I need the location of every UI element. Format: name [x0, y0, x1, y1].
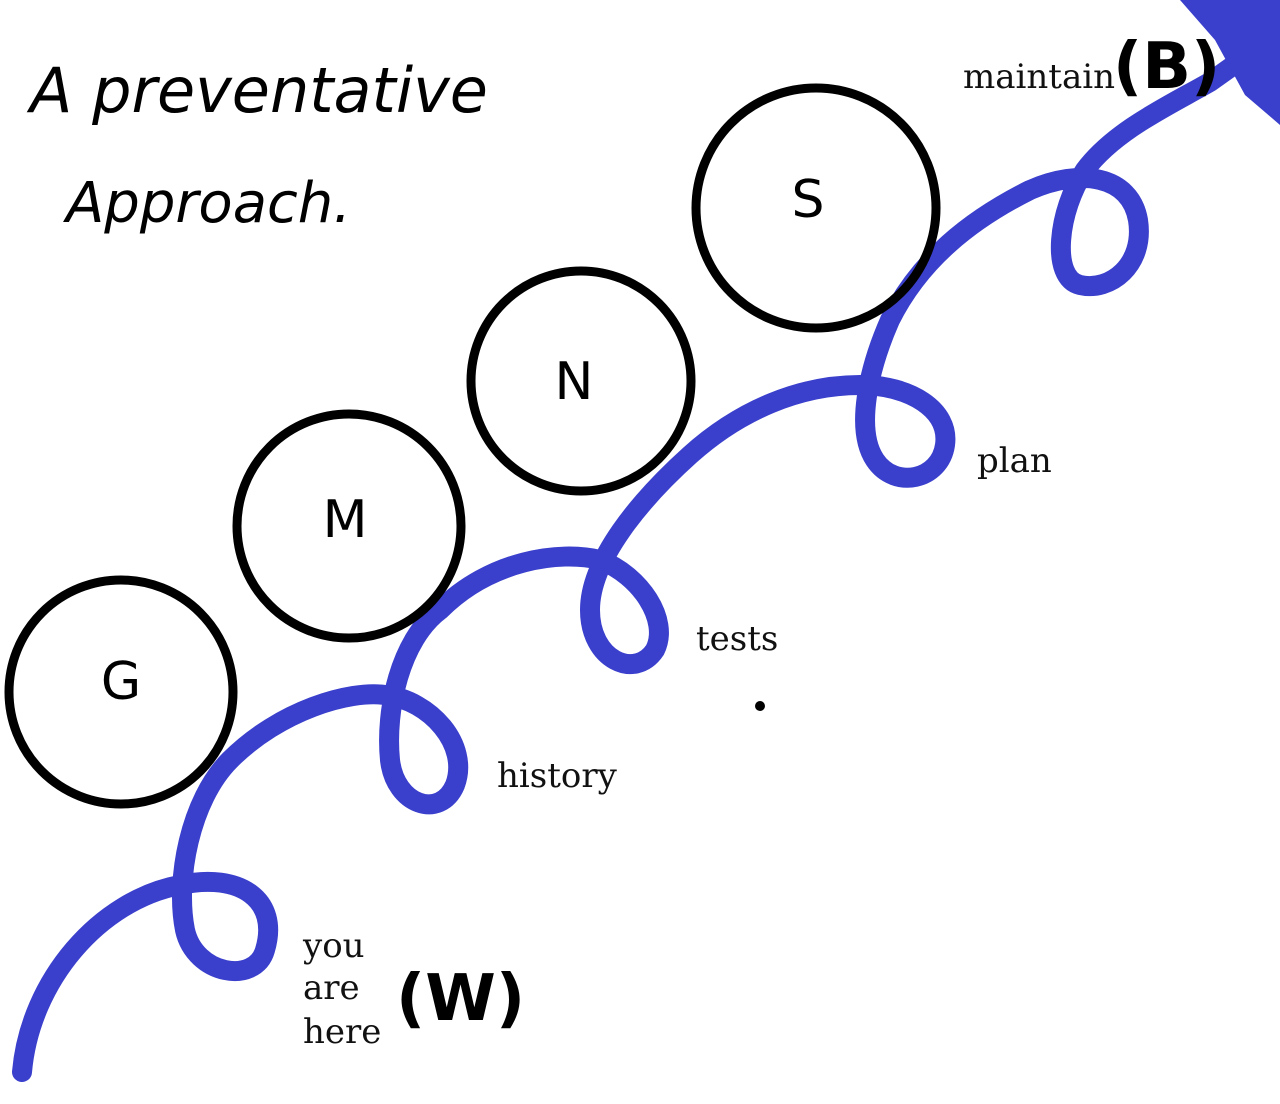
stage-letter-m: M: [323, 490, 368, 550]
title-line-1: A preventative: [26, 54, 488, 127]
stage-circle-s: S: [691, 83, 941, 333]
stray-dot: [755, 701, 765, 711]
stage-letter-n: N: [555, 352, 594, 412]
label-plan: plan: [977, 441, 1052, 481]
stage-letter-g: G: [101, 652, 141, 712]
label-here: here: [303, 1012, 381, 1052]
progress-path-line: [12, 40, 1265, 1082]
label-history: history: [497, 756, 618, 796]
stage-circle-g: G: [4, 575, 238, 809]
title-line-2: Approach.: [63, 171, 351, 236]
start-marker: (W): [396, 962, 525, 1036]
progress-path: [12, 40, 1265, 1082]
stage-circle-m: M: [232, 409, 466, 643]
stage-letter-s: S: [791, 170, 824, 230]
end-marker: (B): [1113, 30, 1220, 104]
stage-circle-n: N: [466, 266, 696, 496]
label-tests: tests: [696, 619, 778, 659]
label-you: you: [302, 926, 365, 966]
stage-circle-n-outline: [466, 266, 696, 496]
label-maintain: maintain: [963, 57, 1115, 97]
stage-circle-m-outline: [232, 409, 466, 643]
stage-circle-g-outline: [4, 575, 238, 809]
label-are: are: [303, 968, 360, 1008]
arrowhead-icon: [1180, 0, 1280, 125]
stage-circle-s-outline: [691, 83, 941, 333]
